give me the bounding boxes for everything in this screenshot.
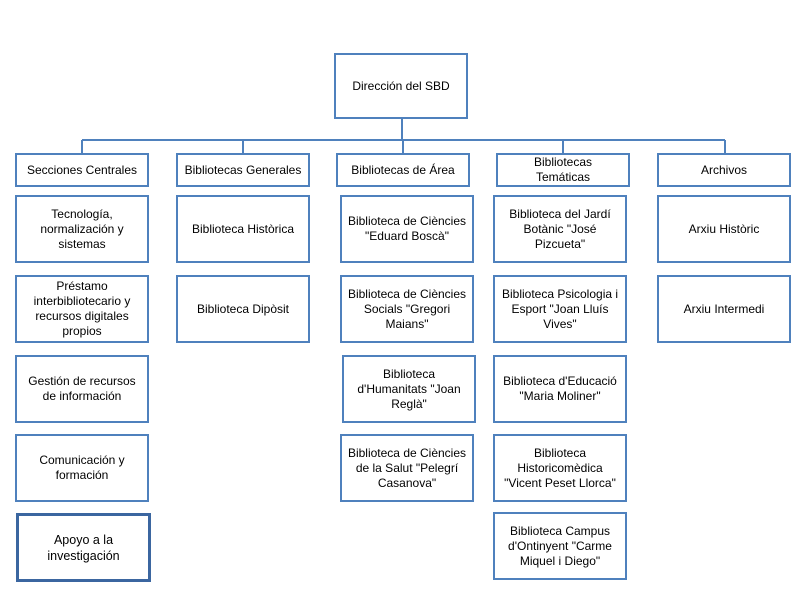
node-biblioteca-educacio: Biblioteca d'Educació "Maria Moliner" [493,355,627,423]
node-label: Tecnología, normalización y sistemas [40,206,124,251]
node-gestion-recursos: Gestión de recursos de información [15,355,149,423]
node-label: Biblioteca de Ciències "Eduard Boscà" [347,214,467,243]
node-label: Préstamo interbibliotecario y recursos d… [33,279,131,338]
node-label: Biblioteca de Ciències de la Salut "Pele… [347,445,467,490]
node-label: Apoyo a la investigación [47,532,120,563]
node-label: Biblioteca del Jardí Botànic "José Pizcu… [509,206,611,251]
node-prestamo-interbibliotecario: Préstamo interbibliotecario y recursos d… [15,275,149,343]
header-label: Bibliotecas Temáticas [533,155,593,184]
node-label: Biblioteca d'Humanitats "Joan Reglà" [357,366,461,411]
header-label: Archivos [700,162,747,177]
node-label: Gestión de recursos de información [28,374,136,403]
node-label: Arxiu Intermedi [683,301,765,316]
node-arxiu-historic: Arxiu Històric [657,195,791,263]
node-label: Biblioteca Històrica [191,221,295,236]
node-label: Comunicación y formación [39,453,125,482]
node-biblioteca-ciencies-salut: Biblioteca de Ciències de la Salut "Pele… [340,434,474,502]
header-bibliotecas-tematicas: Bibliotecas Temáticas [496,153,630,187]
node-label: Biblioteca Campus d'Ontinyent "Carme Miq… [508,523,612,568]
node-biblioteca-historicomedica: Biblioteca Historicomèdica "Vicent Peset… [493,434,627,502]
node-biblioteca-ciencies: Biblioteca de Ciències "Eduard Boscà" [340,195,474,263]
root-box-direccion: Dirección del SBD [334,53,468,119]
header-archivos: Archivos [657,153,791,187]
node-biblioteca-ciencies-socials: Biblioteca de Ciències Socials "Gregori … [340,275,474,343]
node-arxiu-intermedi: Arxiu Intermedi [657,275,791,343]
header-bibliotecas-de-area: Bibliotecas de Área [336,153,470,187]
node-apoyo-investigacion: Apoyo a la investigación [16,513,151,582]
node-comunicacion-formacion: Comunicación y formación [15,434,149,502]
node-label: Biblioteca Psicologia i Esport "Joan Llu… [501,286,619,331]
node-biblioteca-psicologia-esport: Biblioteca Psicologia i Esport "Joan Llu… [493,275,627,343]
node-label: Biblioteca d'Educació "Maria Moliner" [503,374,617,403]
node-label: Biblioteca Historicomèdica "Vicent Peset… [504,445,616,490]
node-biblioteca-jardi-botanic: Biblioteca del Jardí Botànic "José Pizcu… [493,195,627,263]
header-label: Bibliotecas Generales [184,162,302,177]
node-label: Arxiu Històric [688,221,760,236]
header-label: Bibliotecas de Área [351,162,455,177]
root-label: Dirección del SBD [352,78,450,93]
node-biblioteca-campus-ontinyent: Biblioteca Campus d'Ontinyent "Carme Miq… [493,512,627,580]
node-label: Biblioteca de Ciències Socials "Gregori … [347,286,467,331]
node-biblioteca-humanitats: Biblioteca d'Humanitats "Joan Reglà" [342,355,476,423]
header-bibliotecas-generales: Bibliotecas Generales [176,153,310,187]
node-label: Biblioteca Dipòsit [196,301,290,316]
header-label: Secciones Centrales [26,162,138,177]
node-tecnologia: Tecnología, normalización y sistemas [15,195,149,263]
node-biblioteca-diposit: Biblioteca Dipòsit [176,275,310,343]
node-biblioteca-historica: Biblioteca Històrica [176,195,310,263]
header-secciones-centrales: Secciones Centrales [15,153,149,187]
